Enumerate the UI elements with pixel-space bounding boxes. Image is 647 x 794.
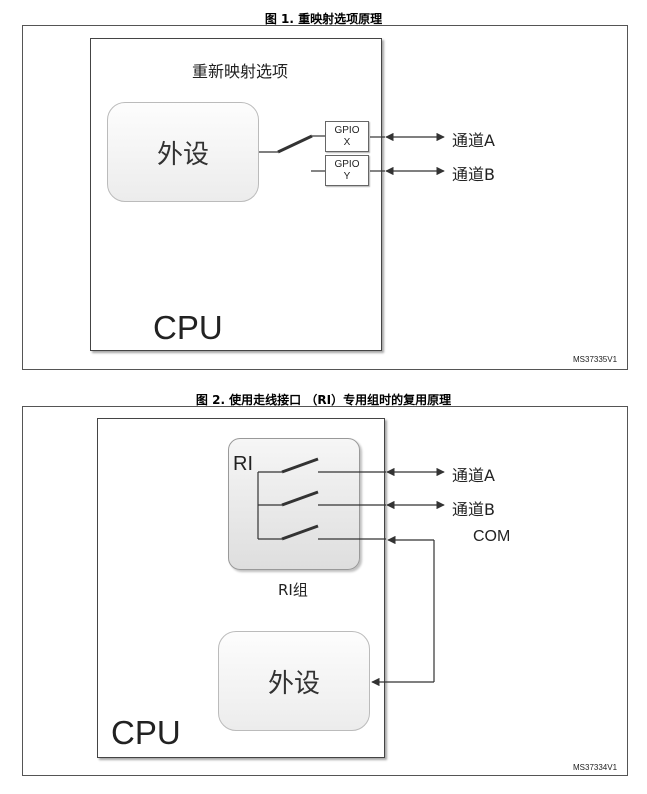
gpio-x-line1: GPIO [334,125,360,136]
figure1-channel-a: 通道A [452,131,495,150]
figure1-peripheral: 外设 [107,102,259,202]
gpio-y-line1: GPIO [334,159,360,170]
figure2-cpu-label: CPU [111,714,181,751]
remap-option-label: 重新映射选项 [192,62,289,81]
ri-group-box [228,438,360,570]
figure2-channel-a: 通道A [452,466,495,485]
ri-label: RI [233,453,253,475]
remap-switch [277,134,313,154]
ri-group-label: RI组 [278,581,308,599]
gpio-y-line2: Y [343,171,351,182]
figure1-title: 图 1. 重映射选项原理 [264,12,383,26]
figure1-cpu-label: CPU [153,309,223,346]
figure2-code: MS37334V1 [573,763,618,772]
figure1-channel-b: 通道B [452,165,495,184]
figure2-title: 图 2. 使用走线接口 （RI）专用组时的复用原理 [195,393,452,407]
ri-switch-a [281,457,319,474]
gpio-x-line2: X [343,137,351,148]
figure1-peripheral-label: 外设 [156,139,209,170]
com-label: COM [473,528,511,545]
figure2-peripheral: 外设 [218,631,370,731]
figure2-channel-b: 通道B [452,500,495,519]
gpio-y-box: GPIO Y [325,155,369,186]
gpio-x-box: GPIO X [325,121,369,152]
figure1-code: MS37335V1 [573,355,618,364]
ri-switch-b [281,490,319,507]
figure2-peripheral-label: 外设 [267,668,320,699]
ri-switch-com [281,524,319,541]
